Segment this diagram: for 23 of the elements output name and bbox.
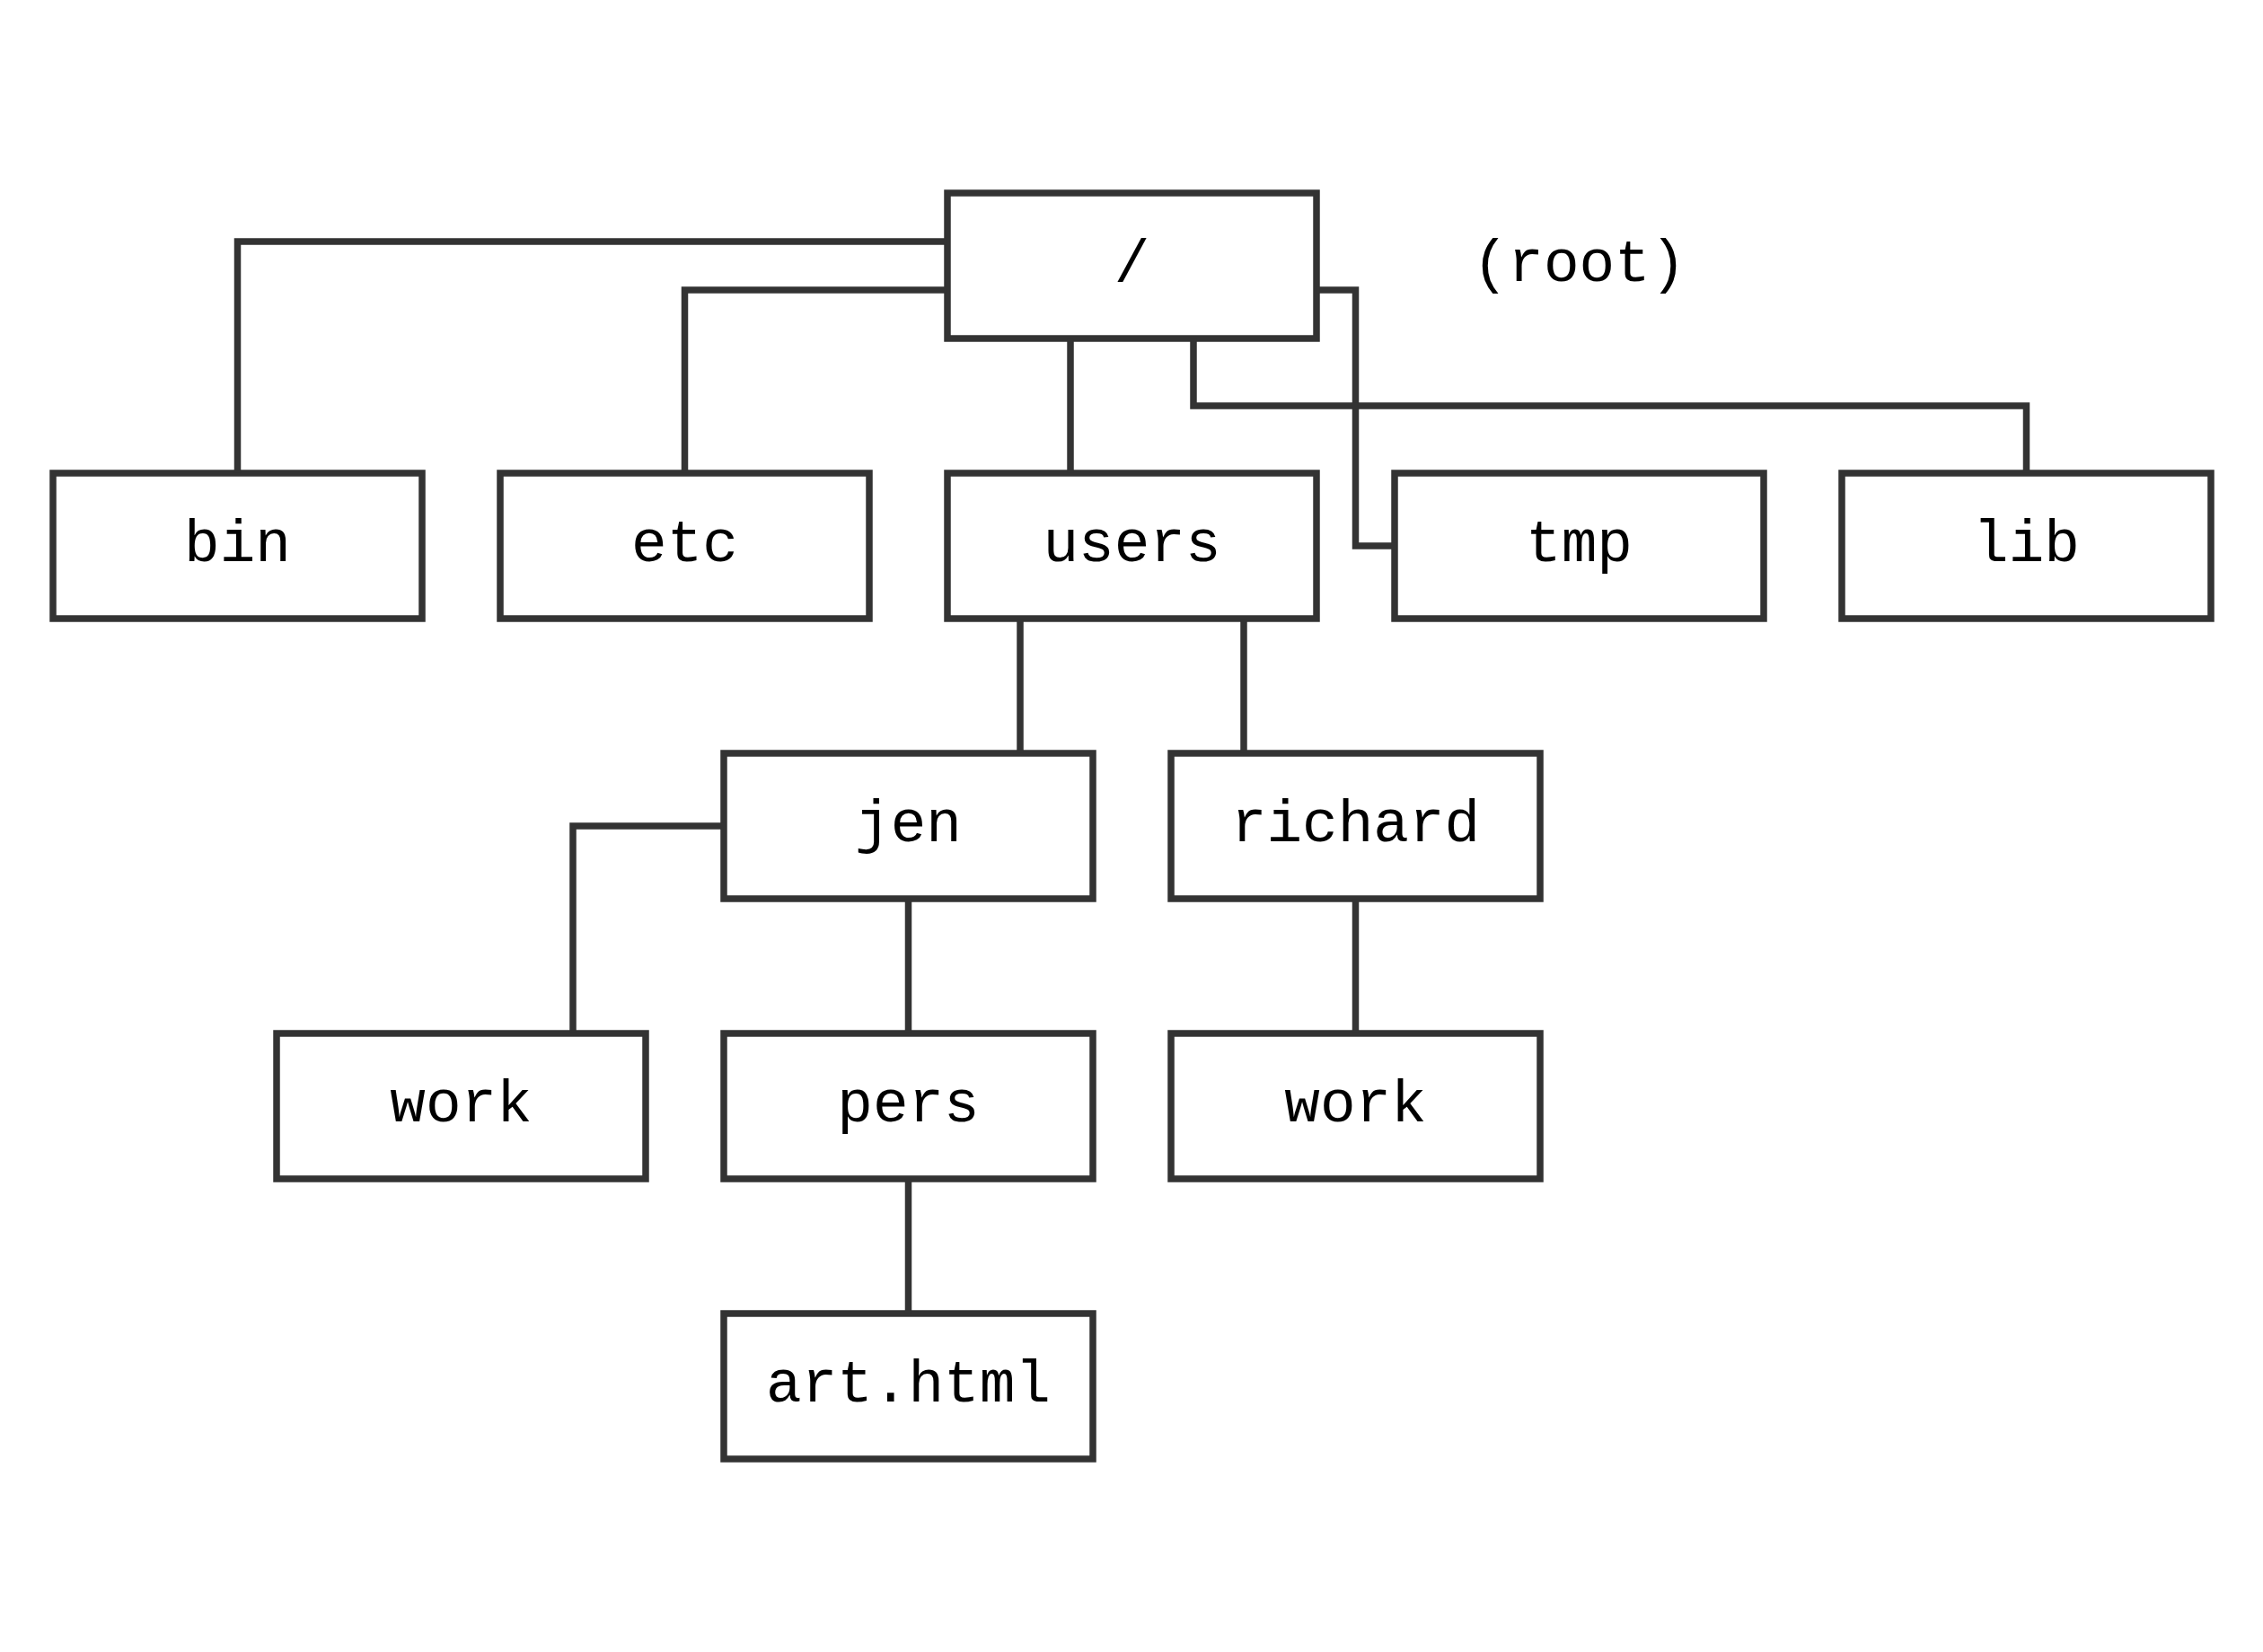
connector bbox=[904, 899, 911, 1033]
node-box: jen bbox=[719, 750, 1096, 902]
node-box: work bbox=[272, 1030, 649, 1182]
node-box: bin bbox=[48, 470, 426, 622]
node-box: art.html bbox=[719, 1310, 1096, 1463]
node-box: etc bbox=[496, 470, 873, 622]
connector bbox=[568, 822, 723, 1033]
connector bbox=[1066, 338, 1074, 473]
connector bbox=[1239, 619, 1247, 753]
node-box: tmp bbox=[1390, 470, 1767, 622]
node-box: users bbox=[943, 470, 1320, 622]
node-box: work bbox=[1167, 1030, 1544, 1182]
connector bbox=[1352, 899, 1359, 1033]
connector bbox=[904, 1179, 911, 1314]
connector bbox=[233, 238, 947, 473]
connector bbox=[681, 286, 947, 473]
node-box: / bbox=[943, 189, 1320, 342]
node-label: (root) bbox=[1472, 231, 1686, 299]
node-box: lib bbox=[1837, 470, 2215, 622]
node-box: richard bbox=[1167, 750, 1544, 902]
connector bbox=[1016, 619, 1024, 753]
node-box: pers bbox=[719, 1030, 1096, 1182]
connector bbox=[1189, 338, 2030, 473]
